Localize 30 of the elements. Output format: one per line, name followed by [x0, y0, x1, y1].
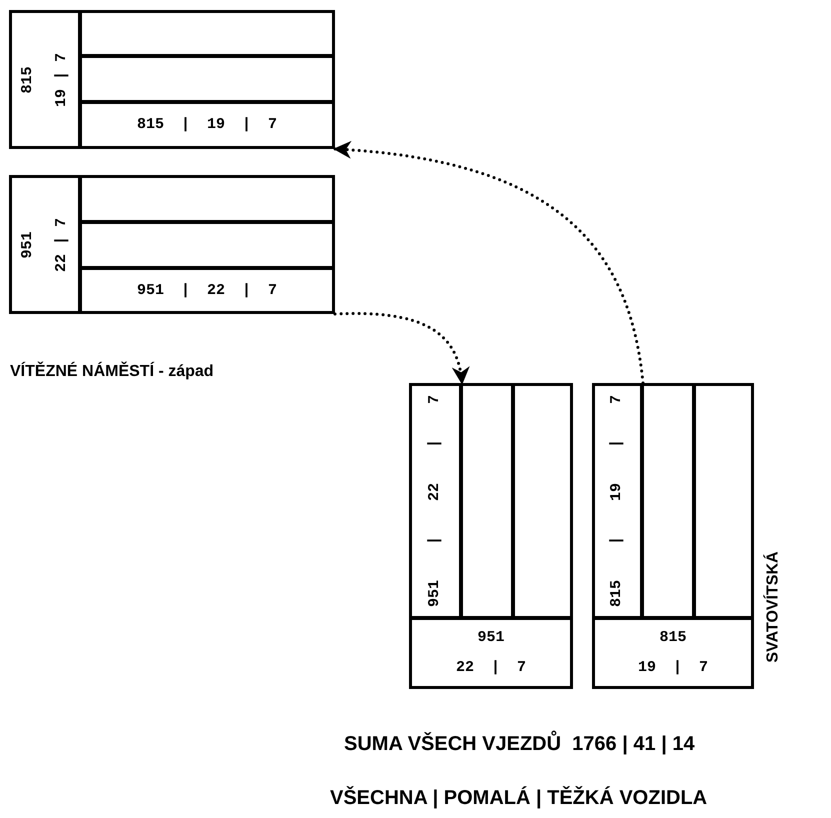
table-cell [409, 383, 462, 619]
count-text: 951 [18, 231, 37, 258]
street-label: SVATOVÍTSKÁ [762, 551, 783, 663]
count-text: 951 [477, 628, 504, 648]
count-text: 815 | 19 | 7 [136, 115, 278, 135]
count-text: 22 | 7 [456, 658, 526, 678]
table-cell [79, 10, 335, 57]
table-cell [460, 383, 514, 619]
count-text: 951 | 22 | 7 [426, 394, 444, 608]
table-cell [641, 383, 695, 619]
count-text: 815 [659, 628, 686, 648]
count-text: 951 | 22 | 7 [136, 280, 278, 300]
table-cell [79, 175, 335, 223]
dotted-arrow [334, 312, 469, 385]
table-cell [79, 267, 335, 314]
count-text: 22 | 7 [52, 218, 71, 272]
street-label: VŠECHNA | POMALÁ | TĚŽKÁ VOZIDLA [330, 785, 708, 811]
street-label: VÍTĚZNÉ NÁMĚSTÍ - západ [10, 360, 214, 382]
table-cell [79, 101, 335, 149]
table-cell [79, 55, 335, 103]
count-text: 815 | 19 | 7 [608, 394, 626, 608]
dotted-arrow [333, 141, 644, 384]
count-text: 815 [18, 66, 37, 93]
table-cell [693, 383, 754, 619]
count-text: 19 | 7 [638, 658, 708, 678]
count-text: 19 | 7 [52, 52, 71, 106]
table-cell [592, 383, 643, 619]
street-label: SUMA VŠECH VJEZDŮ 1766 | 41 | 14 [344, 729, 695, 759]
table-cell [79, 221, 335, 269]
table-cell [512, 383, 573, 619]
